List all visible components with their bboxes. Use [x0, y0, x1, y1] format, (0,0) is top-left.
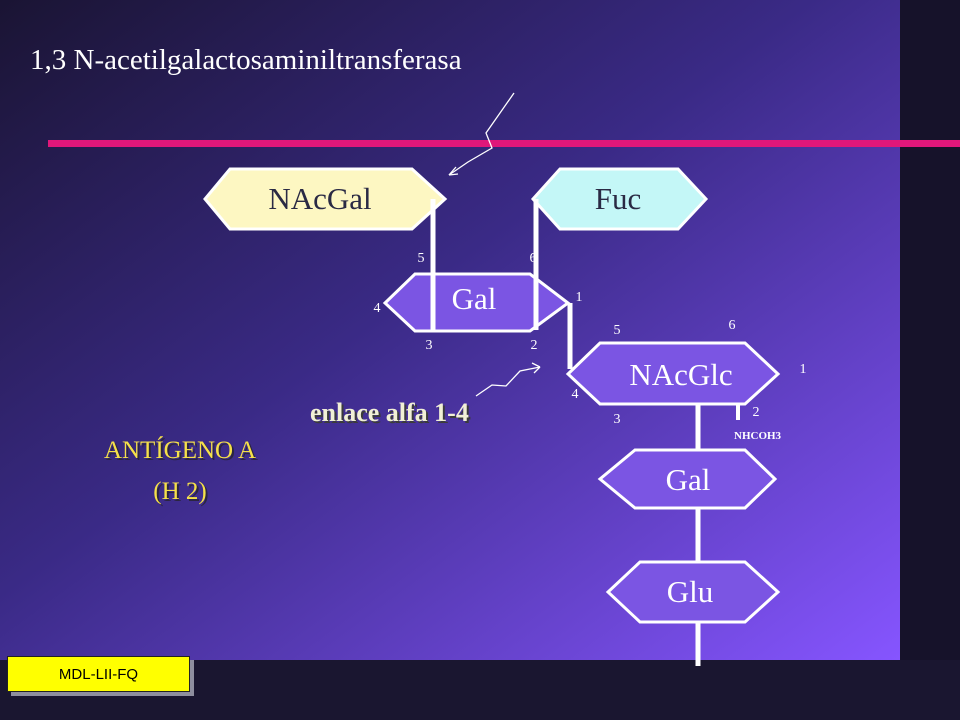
nacglc-label: NAcGlc [629, 357, 733, 392]
gal-lower-label: Gal [665, 462, 711, 497]
gal-top-pos-2: 2 [530, 338, 538, 353]
glu-ring [605, 560, 781, 624]
pink-divider-bar [48, 140, 960, 147]
nacgal-label: NAcGal [268, 181, 372, 216]
nacglc-pos-3: 3 [613, 412, 621, 427]
right-dark-strip [900, 0, 960, 720]
nacglc-pos-6: 6 [728, 318, 736, 333]
nacglc-ring [565, 341, 781, 406]
gal-top-pos-6: 6 [529, 251, 537, 266]
gal-top-label: Gal [451, 281, 497, 316]
nacglc-pos-2: 2 [752, 405, 760, 420]
gal-top-pos-5: 5 [417, 251, 425, 266]
nacglc-pos-4: 4 [571, 387, 579, 402]
bond-arrow [475, 366, 541, 397]
gal-top-pos-3: 3 [425, 338, 433, 353]
gal-top-pos-1: 1 [575, 290, 583, 305]
bond-arrowhead [531, 362, 541, 374]
gal-top-pos-4: 4 [373, 301, 381, 316]
nacgal-ring [203, 167, 448, 231]
transferase-arrowhead [448, 166, 459, 176]
gal-lower-ring [597, 448, 778, 510]
antigen-name: ANTÍGENO A [103, 437, 257, 464]
fuc-ring [530, 167, 709, 231]
glu-label: Glu [666, 574, 714, 609]
antigen-subtype: (H 2) [153, 478, 207, 505]
transferase-arrow [448, 92, 515, 176]
bond-label: enlace alfa 1-4 [310, 398, 469, 427]
nacglc-pos-5: 5 [613, 323, 621, 338]
nhcoh3-substituent: NHCOH3 [734, 430, 782, 442]
footer-badge: MDL-LII-FQ [7, 656, 190, 692]
fuc-label: Fuc [594, 181, 642, 216]
nacglc-pos-1: 1 [799, 362, 807, 377]
enzyme-title: 1,3 N-acetilgalactosaminiltransferasa [30, 44, 462, 76]
